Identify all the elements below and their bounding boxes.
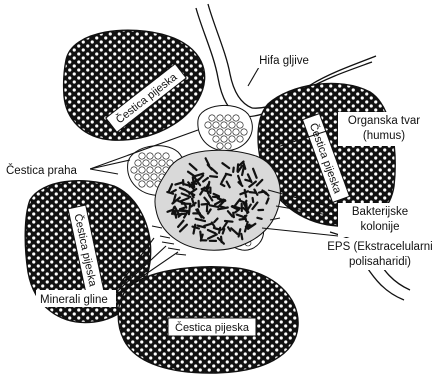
bacterium-rod [241,234,242,239]
label-clay-minerals: Minerali gline [40,294,108,306]
bacterium-rod [202,204,209,205]
bacterium-rod [225,221,233,222]
bacterium-rod [210,205,218,207]
bacterium-rod [221,207,225,208]
bacterium-rod [253,198,254,202]
sand-particle-top-left: Čestica pijeska [64,30,205,140]
bacterium-rod [223,229,225,234]
bacterium-rod [200,232,201,239]
bacterium-rod [216,229,221,230]
label-organic-matter-line2: (humus) [363,130,405,142]
bacterium-rod [189,205,190,214]
label-silt-particle: Čestica praha [6,164,78,177]
bacterium-rod [233,168,234,172]
label-eps-line1: EPS (Ekstracelularni [327,241,432,253]
bacterium-rod [173,210,174,214]
bacterium-rod [193,177,194,186]
bacterium-rod [210,176,217,177]
silt-particle-top [198,105,253,150]
bacterium-rod [204,190,210,192]
sand-label-bottom: Čestica pijeska [175,321,250,334]
label-fungal-hyphae: Hifa gljive [259,55,309,67]
bacterium-rod [257,218,261,219]
bacterium-rod [180,208,184,209]
sand-particle-bottom: Čestica pijeska [118,267,298,373]
label-bacterial-colonies-line1: Bakterijske [352,206,408,218]
label-eps-line2: polisaharidi) [349,256,411,268]
label-organic-matter-line1: Organska tvar [348,115,420,127]
label-bacterial-colonies-line2: kolonije [361,221,400,233]
